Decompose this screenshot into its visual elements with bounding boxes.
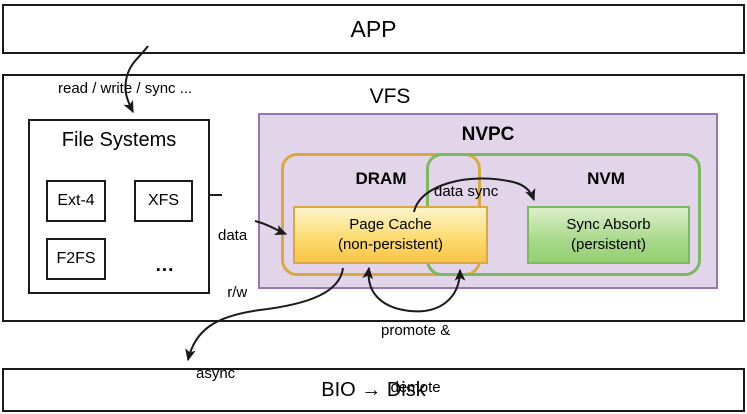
edge-label-promote-demote: promote & demote xyxy=(381,283,450,414)
edge-label-async-write-back-line1: async xyxy=(196,365,236,382)
sync-absorb-name: Sync Absorb xyxy=(566,216,651,233)
page-cache-label-group: Page Cache (non-persistent) xyxy=(293,206,488,264)
edge-label-read-write-sync: read / write / sync ... xyxy=(58,80,193,97)
nvpc-title: NVPC xyxy=(461,124,515,145)
page-cache-box xyxy=(293,206,488,264)
sync-absorb-label-group: Sync Absorb (persistent) xyxy=(527,206,690,264)
bio-disk-layer-box xyxy=(2,368,745,412)
page-cache-persistence: (non-persistent) xyxy=(337,236,444,253)
edge-label-data-rw-line2: r/w xyxy=(227,284,248,301)
edge-label-async-write-back: async write back xyxy=(196,326,254,414)
sync-absorb-box xyxy=(527,206,690,264)
app-layer-label: APP xyxy=(350,15,397,42)
edge-label-data-rw-line1: data xyxy=(218,227,248,244)
edge-label-promote-demote-line1: promote & xyxy=(381,322,451,339)
edge-label-data-rw: data r/w xyxy=(218,188,247,340)
file-system-f2fs: F2FS xyxy=(46,238,106,280)
edge-label-promote-demote-line2: demote xyxy=(390,379,441,396)
file-system-ext4: Ext-4 xyxy=(46,180,106,222)
file-systems-more-ellipsis: ... xyxy=(155,255,175,276)
file-system-xfs: XFS xyxy=(134,180,193,222)
file-systems-title: File Systems xyxy=(61,128,177,151)
dram-title: DRAM xyxy=(355,169,407,188)
page-cache-name: Page Cache xyxy=(349,216,432,233)
bio-disk-layer-label: BIO → Disk xyxy=(321,378,426,401)
vfs-layer-label: VFS xyxy=(369,85,411,108)
nvm-title: NVM xyxy=(587,169,625,188)
sync-absorb-persistence: (persistent) xyxy=(570,236,647,253)
edge-label-data-sync: data sync xyxy=(434,183,499,200)
